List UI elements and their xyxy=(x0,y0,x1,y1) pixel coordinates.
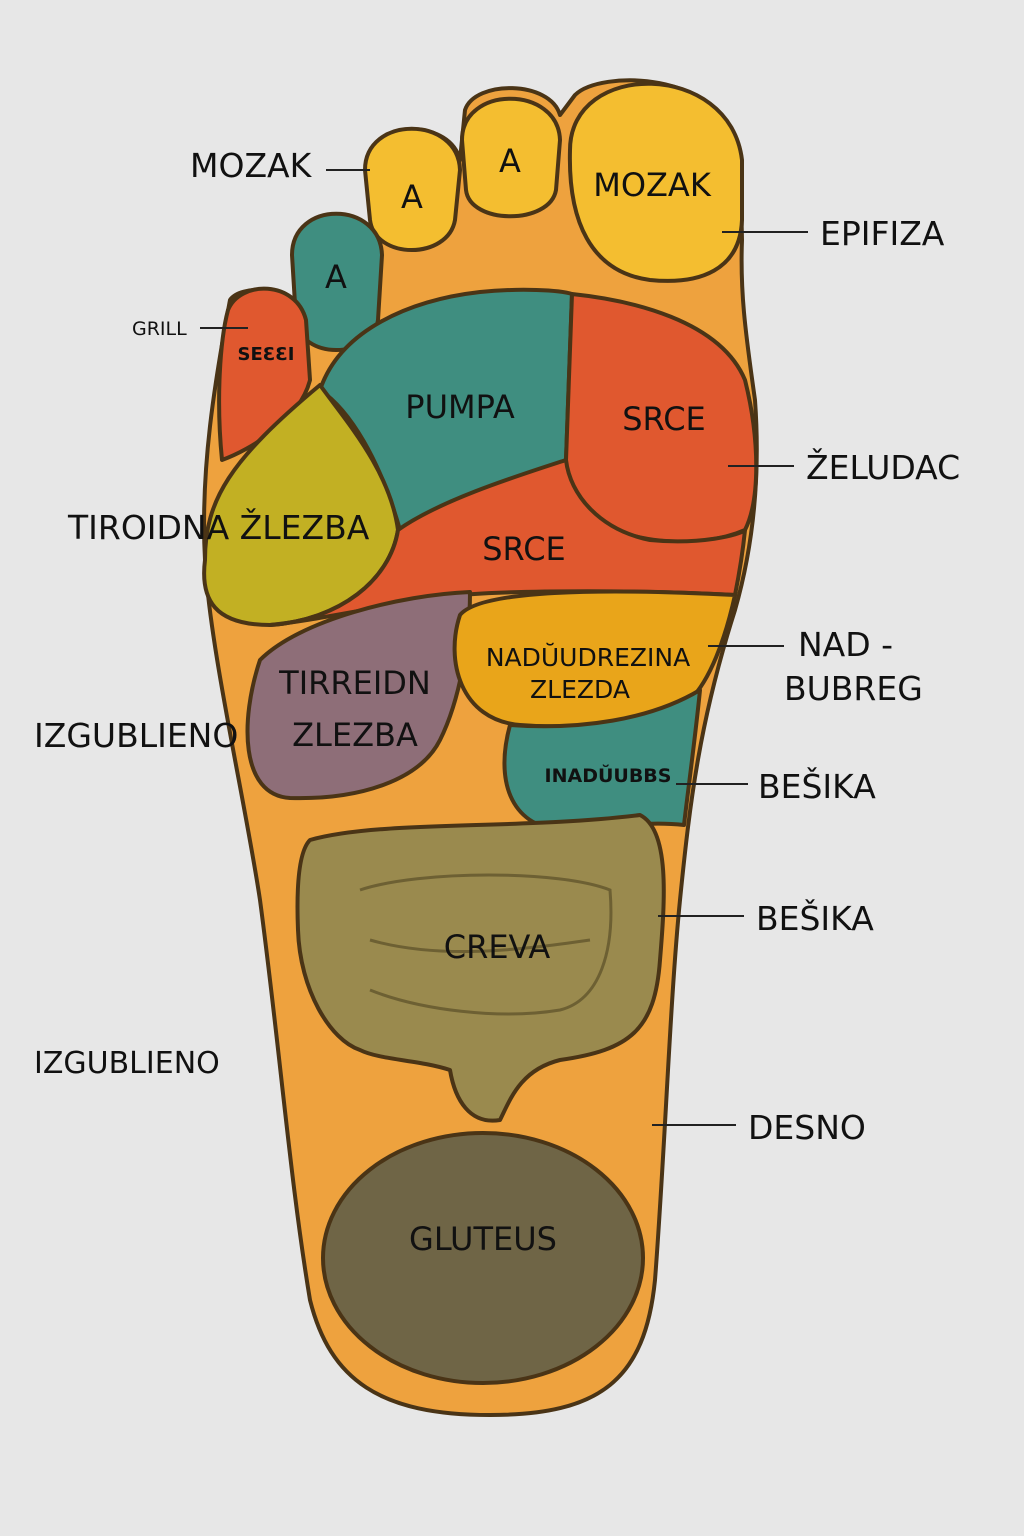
big-toe-zone xyxy=(567,81,744,283)
label-toe-4: A xyxy=(325,258,347,296)
toe-4-zone xyxy=(290,211,384,352)
label-nadbudrezina-1: NADŬUDREZINA xyxy=(486,642,690,672)
label-srce-upper: SRCE xyxy=(622,400,706,438)
label-pumpa: PUMPA xyxy=(405,388,515,426)
gluteus-zone xyxy=(321,1131,645,1385)
label-little-toe: SEƐƐI xyxy=(237,344,294,365)
callout-mozak: MOZAK xyxy=(190,146,313,185)
callout-zeludac: ŽELUDAC xyxy=(806,447,960,487)
callout-grill: GRILL xyxy=(132,318,187,340)
callout-izgublieno-1: IZGUBLIENO xyxy=(34,716,238,755)
toe-2-zone xyxy=(363,126,462,252)
label-gluteus: GLUTEUS xyxy=(409,1220,557,1258)
callout-desno: DESNO xyxy=(748,1108,866,1147)
toe-3-zone xyxy=(460,96,562,219)
inadbubbs-zone xyxy=(502,688,702,832)
callout-besika-2: BEŠIKA xyxy=(756,898,874,938)
callout-nad: NAD - xyxy=(798,625,893,664)
label-mozak-toe: MOZAK xyxy=(593,166,712,204)
label-nadbudrezina-2: ZLEZDA xyxy=(530,675,630,704)
label-toe-3: A xyxy=(499,142,521,180)
label-srce-lower: SRCE xyxy=(482,530,566,568)
label-toe-2: A xyxy=(401,178,423,216)
callout-bubreg: BUBREG xyxy=(784,669,923,708)
label-tirreidn-2: ZLEZBA xyxy=(292,716,418,754)
tirreidn-zone xyxy=(245,590,472,801)
label-tirreidn-1: TIRREIDN xyxy=(278,664,431,702)
creva-inner-loops xyxy=(359,873,613,1016)
callout-epifiza: EPIFIZA xyxy=(820,214,945,253)
callout-besika-1: BEŠIKA xyxy=(758,766,876,806)
creva-zone xyxy=(295,813,666,1123)
callout-izgublieno-2: IZGUBLIENO xyxy=(34,1046,220,1081)
label-inadbubbs: INADŬUBBS xyxy=(545,763,672,787)
label-tiroidna: TIROIDNA ŽLEZBA xyxy=(67,507,370,547)
label-creva: CREVA xyxy=(444,928,551,966)
